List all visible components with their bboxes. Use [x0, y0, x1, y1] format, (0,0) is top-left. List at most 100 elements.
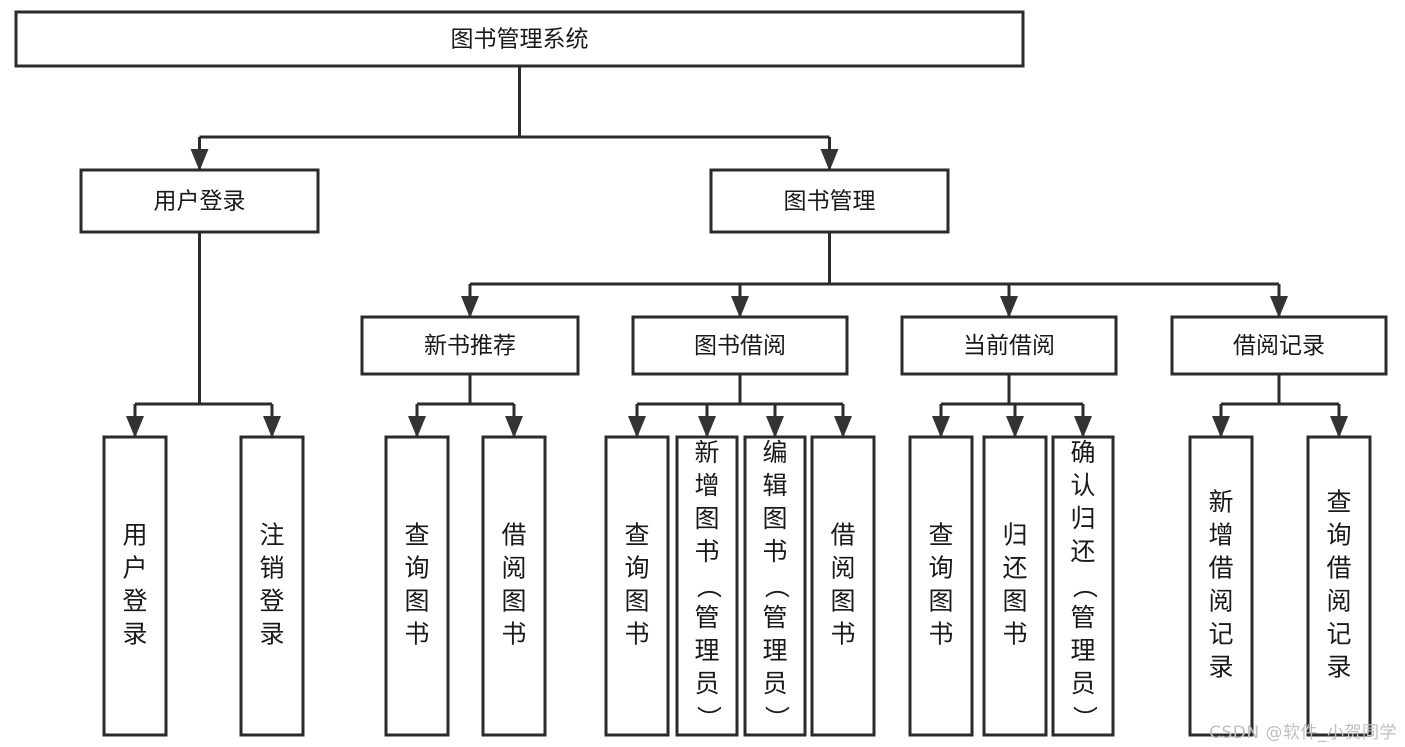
svg-text:询: 询 — [928, 554, 953, 583]
node-newrec[interactable]: 新书推荐 — [360, 315, 580, 376]
svg-text:阅: 阅 — [1326, 587, 1351, 616]
node-box-l4-3 — [384, 435, 450, 737]
node-box-l4-11 — [1051, 435, 1115, 737]
svg-text:（: （ — [1070, 573, 1099, 598]
svg-text:登: 登 — [259, 587, 284, 616]
node-label-l4-1: 用户登录 — [122, 521, 147, 649]
node-box-borrow — [631, 315, 849, 376]
node-root[interactable]: 图书管理系统 — [14, 10, 1025, 68]
node-current[interactable]: 当前借阅 — [900, 315, 1118, 376]
node-box-l4-12 — [1188, 435, 1254, 737]
svg-text:查: 查 — [928, 521, 953, 550]
node-bookmgr[interactable]: 图书管理 — [709, 168, 950, 234]
svg-text:管: 管 — [762, 603, 787, 632]
svg-text:书: 书 — [762, 537, 787, 566]
svg-text:查: 查 — [404, 521, 429, 550]
node-l4-1[interactable]: 用户登录 — [102, 435, 168, 737]
edge-group-bookmgr — [461, 232, 1288, 318]
svg-text:询: 询 — [624, 554, 649, 583]
arrow-head-icon — [1330, 416, 1348, 438]
arrow-head-icon — [628, 416, 646, 438]
svg-text:书: 书 — [694, 537, 719, 566]
svg-text:录: 录 — [122, 620, 147, 649]
edges-layer — [126, 66, 1348, 438]
svg-text:查: 查 — [624, 521, 649, 550]
node-label-current: 当前借阅 — [963, 333, 1055, 359]
svg-text:询: 询 — [1326, 521, 1351, 550]
node-box-l4-9 — [908, 435, 974, 737]
svg-text:阅: 阅 — [501, 554, 526, 583]
svg-text:）: ） — [694, 705, 723, 730]
svg-text:理: 理 — [1070, 636, 1095, 665]
arrow-head-icon — [190, 149, 209, 171]
svg-text:记: 记 — [1208, 620, 1233, 649]
node-label-borrow: 图书借阅 — [694, 333, 786, 359]
node-records[interactable]: 借阅记录 — [1170, 315, 1388, 376]
svg-text:注: 注 — [259, 521, 284, 550]
svg-text:新: 新 — [694, 438, 719, 467]
svg-text:录: 录 — [1326, 653, 1351, 682]
svg-text:图: 图 — [694, 504, 719, 533]
svg-text:书: 书 — [501, 620, 526, 649]
nodes-layer: 图书管理系统用户登录图书管理新书推荐图书借阅当前借阅借阅记录用户登录注销登录查询… — [14, 10, 1388, 737]
node-box-l4-13 — [1306, 435, 1372, 737]
svg-text:图: 图 — [501, 587, 526, 616]
node-box-l4-10 — [982, 435, 1048, 737]
svg-text:图: 图 — [762, 504, 787, 533]
edge-group-login — [126, 232, 281, 438]
svg-text:借: 借 — [501, 521, 526, 550]
svg-text:认: 认 — [1070, 471, 1095, 500]
svg-text:录: 录 — [1208, 653, 1233, 682]
svg-text:图: 图 — [624, 587, 649, 616]
node-box-l4-4 — [481, 435, 547, 737]
svg-text:询: 询 — [404, 554, 429, 583]
arrow-head-icon — [731, 296, 749, 318]
svg-text:员: 员 — [1070, 669, 1095, 698]
svg-text:阅: 阅 — [830, 554, 855, 583]
node-box-login — [79, 168, 320, 234]
svg-text:录: 录 — [259, 620, 284, 649]
arrow-head-icon — [126, 416, 144, 438]
svg-text:新: 新 — [1208, 488, 1233, 517]
svg-text:理: 理 — [762, 636, 787, 665]
svg-text:归: 归 — [1002, 521, 1027, 550]
csdn-watermark: CSDN @软件_小贺同学 — [1209, 723, 1397, 743]
arrow-head-icon — [461, 296, 479, 318]
node-borrow[interactable]: 图书借阅 — [631, 315, 849, 376]
svg-text:图: 图 — [404, 587, 429, 616]
node-label-records: 借阅记录 — [1233, 333, 1325, 359]
svg-text:还: 还 — [1002, 554, 1027, 583]
svg-text:增: 增 — [1208, 521, 1233, 550]
svg-text:查: 查 — [1326, 488, 1351, 517]
svg-text:书: 书 — [624, 620, 649, 649]
svg-text:书: 书 — [830, 620, 855, 649]
svg-text:借: 借 — [830, 521, 855, 550]
node-box-current — [900, 315, 1118, 376]
node-box-newrec — [360, 315, 580, 376]
node-login[interactable]: 用户登录 — [79, 168, 320, 234]
svg-text:管: 管 — [1070, 603, 1095, 632]
svg-text:销: 销 — [259, 554, 284, 583]
svg-text:（: （ — [762, 573, 791, 598]
svg-text:理: 理 — [694, 636, 719, 665]
